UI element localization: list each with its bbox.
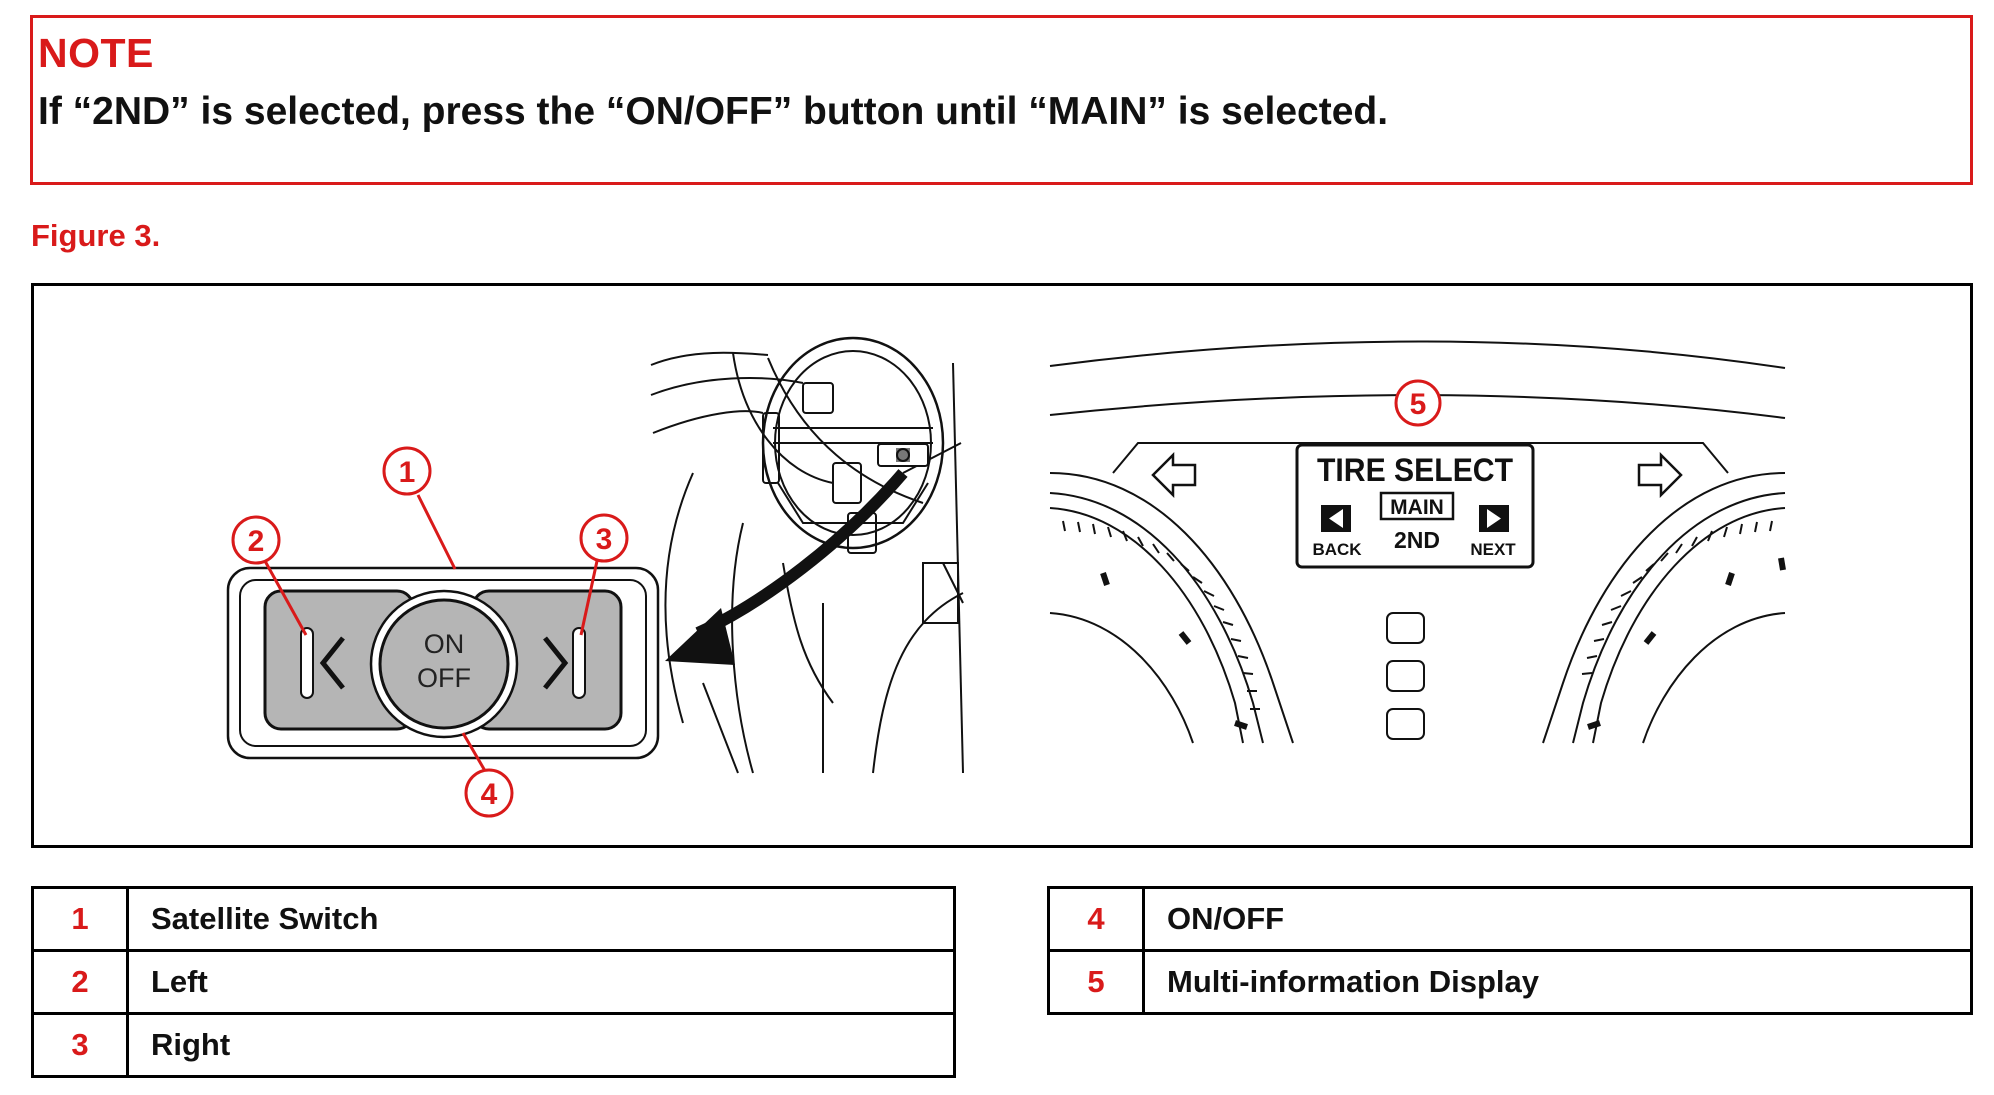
display-2nd-option: 2ND — [1394, 527, 1440, 553]
satellite-switch: ON OFF — [226, 566, 660, 760]
table-row: 3 Right — [31, 1012, 956, 1078]
figure-frame: ON OFF 1 2 3 4 — [31, 283, 1973, 848]
figure-illustration: ON OFF 1 2 3 4 — [226, 336, 1786, 818]
switch-location-marker — [877, 443, 929, 467]
note-box — [30, 15, 1973, 185]
svg-text:3: 3 — [596, 523, 613, 556]
callout-5: 5 — [1394, 379, 1442, 427]
arrow-right-outline-icon — [1637, 451, 1683, 499]
display-title: TIRE SELECT — [1317, 452, 1513, 488]
legend-number: 4 — [1047, 886, 1145, 952]
multi-information-display: TIRE SELECT MAIN 2ND BACK NEXT — [1295, 443, 1535, 569]
callout-3: 3 — [579, 513, 629, 563]
note-text: If “2ND” is selected, press the “ON/OFF”… — [38, 90, 1389, 133]
figure-caption: Figure 3. — [31, 218, 161, 253]
callout-1: 1 — [382, 446, 432, 496]
callout-4: 4 — [464, 768, 514, 818]
display-next-label: NEXT — [1470, 540, 1516, 559]
legend-number: 2 — [31, 949, 129, 1015]
legend-table-left: 1 Satellite Switch 2 Left 3 Right — [31, 886, 956, 1078]
callout-2: 2 — [231, 515, 281, 565]
legend-label: Multi-information Display — [1142, 949, 1973, 1015]
legend-label: Right — [126, 1012, 956, 1078]
chevron-right-icon — [543, 636, 569, 690]
steering-wheel-illustration — [650, 336, 964, 774]
legend-label: Left — [126, 949, 956, 1015]
off-label: OFF — [417, 663, 471, 693]
back-triangle-icon — [1329, 509, 1343, 528]
legend-table-right: 4 ON/OFF 5 Multi-information Display — [1047, 886, 1973, 1015]
legend-number: 5 — [1047, 949, 1145, 1015]
legend-label: ON/OFF — [1142, 886, 1973, 952]
svg-text:2: 2 — [248, 525, 265, 558]
instrument-cluster — [1049, 340, 1786, 744]
note-title: NOTE — [38, 30, 154, 76]
table-row: 4 ON/OFF — [1047, 886, 1973, 952]
arrow-left-outline-icon — [1151, 451, 1197, 499]
display-back-label: BACK — [1312, 540, 1362, 559]
next-triangle-icon — [1487, 509, 1501, 528]
callout-leaders — [263, 494, 599, 777]
svg-text:5: 5 — [1410, 388, 1427, 421]
display-main-option: MAIN — [1390, 496, 1444, 519]
legend-label: Satellite Switch — [126, 886, 956, 952]
on-label: ON — [424, 629, 465, 659]
legend-number: 1 — [31, 886, 129, 952]
table-row: 5 Multi-information Display — [1047, 949, 1973, 1015]
svg-text:4: 4 — [481, 778, 498, 811]
table-row: 1 Satellite Switch — [31, 886, 956, 952]
table-row: 2 Left — [31, 949, 956, 1015]
pointer-arrowhead-icon — [665, 608, 735, 665]
on-off-button[interactable] — [378, 598, 510, 730]
legend-number: 3 — [31, 1012, 129, 1078]
svg-text:1: 1 — [399, 456, 416, 489]
chevron-left-icon — [319, 636, 345, 690]
